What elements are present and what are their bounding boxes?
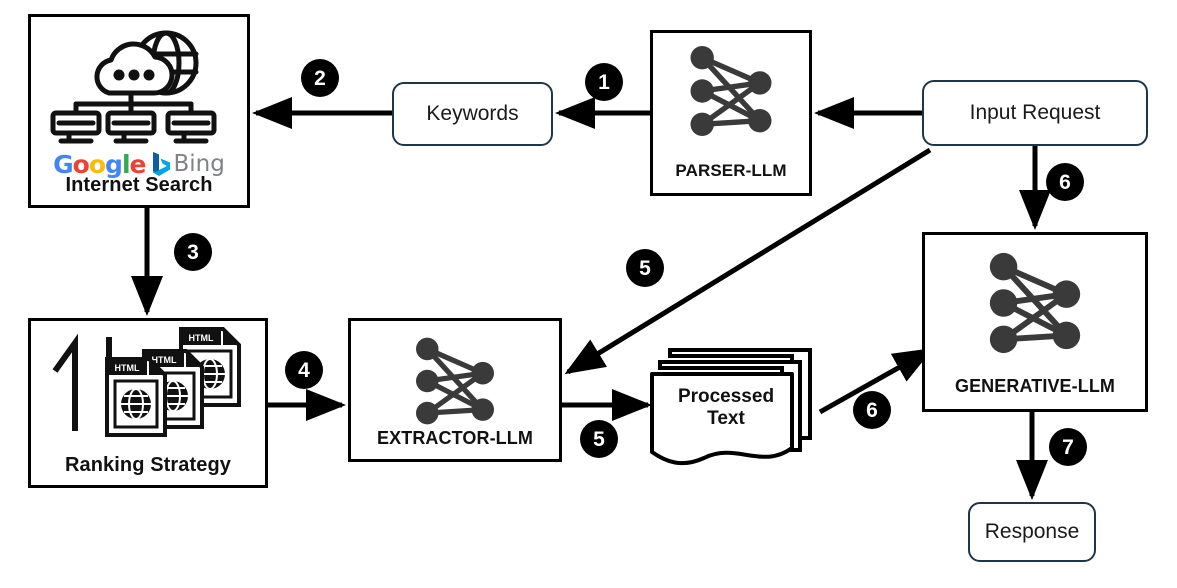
node-keywords-label: Keywords <box>426 102 519 125</box>
node-parser-llm-label: PARSER-LLM <box>675 161 787 180</box>
edge-badge-3: 3 <box>174 233 212 271</box>
edge-badge-6-lower: 6 <box>853 391 891 429</box>
edge-badge-1: 1 <box>585 63 623 101</box>
node-extractor-llm-label: EXTRACTOR-LLM <box>377 428 533 448</box>
node-parser-llm[interactable]: PARSER-LLM <box>650 30 812 196</box>
node-keywords[interactable]: Keywords <box>392 82 553 146</box>
edge-badge-4: 4 <box>285 351 323 389</box>
node-response[interactable]: Response <box>968 502 1096 562</box>
node-internet-search-label: Internet Search <box>65 174 213 196</box>
edge-badge-2: 2 <box>301 59 339 97</box>
node-ranking-strategy[interactable]: HTML HTML <box>28 318 268 488</box>
google-logo: Google <box>53 149 146 179</box>
node-input-request[interactable]: Input Request <box>922 80 1148 146</box>
svg-text:HTML: HTML <box>152 355 177 365</box>
node-processed-text-label: Processed Text <box>656 386 796 430</box>
node-ranking-strategy-label: Ranking Strategy <box>64 454 232 476</box>
cloud-network-globe-icon <box>50 30 217 144</box>
neural-network-icon <box>690 46 772 136</box>
edge-text-to-generative <box>818 347 934 415</box>
sort-arrows-html-files-icon: HTML HTML <box>52 327 241 437</box>
processed-text-line2: Text <box>707 407 745 429</box>
bing-b-icon <box>152 152 170 176</box>
node-generative-llm-label: GENERATIVE-LLM <box>954 376 1116 396</box>
svg-text:HTML: HTML <box>115 363 140 373</box>
node-extractor-llm[interactable]: EXTRACTOR-LLM <box>348 318 562 462</box>
bing-logo: Bing <box>151 151 225 177</box>
node-input-request-label: Input Request <box>969 101 1101 124</box>
edge-badge-5-upper: 5 <box>626 249 664 287</box>
document-stack-icon <box>650 348 812 466</box>
edge-badge-5-lower: 5 <box>580 420 618 458</box>
search-engine-logos: Google Bing <box>31 149 247 179</box>
neural-network-icon <box>416 337 494 425</box>
processed-text-line1: Processed <box>677 386 775 407</box>
edge-badge-6-upper: 6 <box>1046 163 1084 201</box>
bing-label: Bing <box>173 151 225 177</box>
node-generative-llm[interactable]: GENERATIVE-LLM <box>922 232 1148 412</box>
edge-input-to-extractor <box>564 147 932 375</box>
edge-badge-7: 7 <box>1049 428 1087 466</box>
node-processed-text[interactable]: Processed Text <box>648 344 828 482</box>
node-response-label: Response <box>984 520 1080 543</box>
svg-text:HTML: HTML <box>189 333 214 343</box>
neural-network-icon <box>989 252 1081 354</box>
node-internet-search[interactable]: Google Bing Internet Search <box>28 14 250 208</box>
html-file-icon: HTML HTML <box>105 327 241 437</box>
